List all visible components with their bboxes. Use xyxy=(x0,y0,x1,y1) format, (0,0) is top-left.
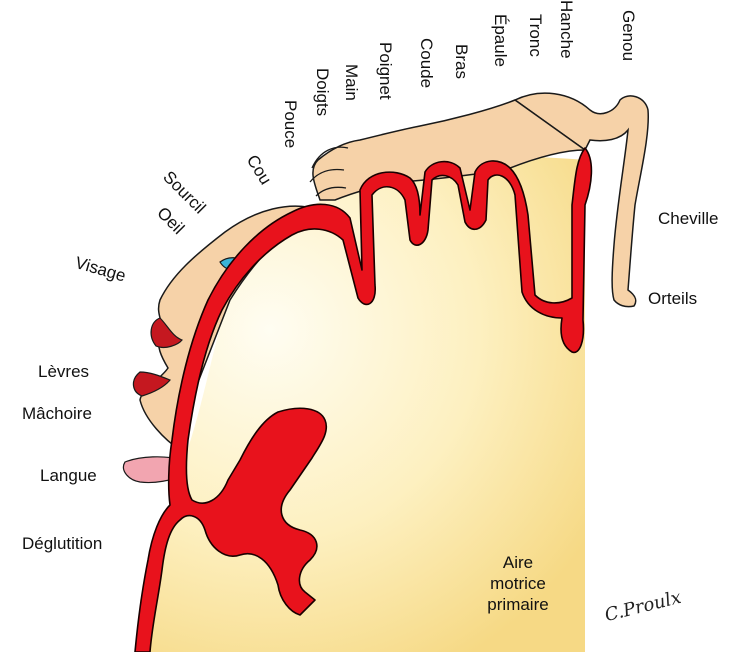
label-doigts: Doigts xyxy=(314,68,331,116)
label-epaule: Épaule xyxy=(492,14,509,67)
label-cheville: Cheville xyxy=(658,210,718,227)
area-label-line-2: motrice xyxy=(466,573,570,594)
label-pouce: Pouce xyxy=(282,100,299,148)
label-langue: Langue xyxy=(40,467,97,484)
label-coude: Coude xyxy=(418,38,435,88)
label-deglutition: Déglutition xyxy=(22,535,102,552)
label-poignet: Poignet xyxy=(377,42,394,100)
label-hanche: Hanche xyxy=(558,0,575,59)
area-label-line-3: primaire xyxy=(466,594,570,615)
label-tronc: Tronc xyxy=(527,14,544,57)
label-bras: Bras xyxy=(453,44,470,79)
label-machoire: Mâchoire xyxy=(22,405,92,422)
label-levres: Lèvres xyxy=(38,363,89,380)
label-main: Main xyxy=(343,64,360,101)
primary-motor-area-label: Aire motrice primaire xyxy=(466,552,570,615)
area-label-line-1: Aire xyxy=(466,552,570,573)
label-orteils: Orteils xyxy=(648,290,697,307)
label-genou: Genou xyxy=(620,10,637,61)
